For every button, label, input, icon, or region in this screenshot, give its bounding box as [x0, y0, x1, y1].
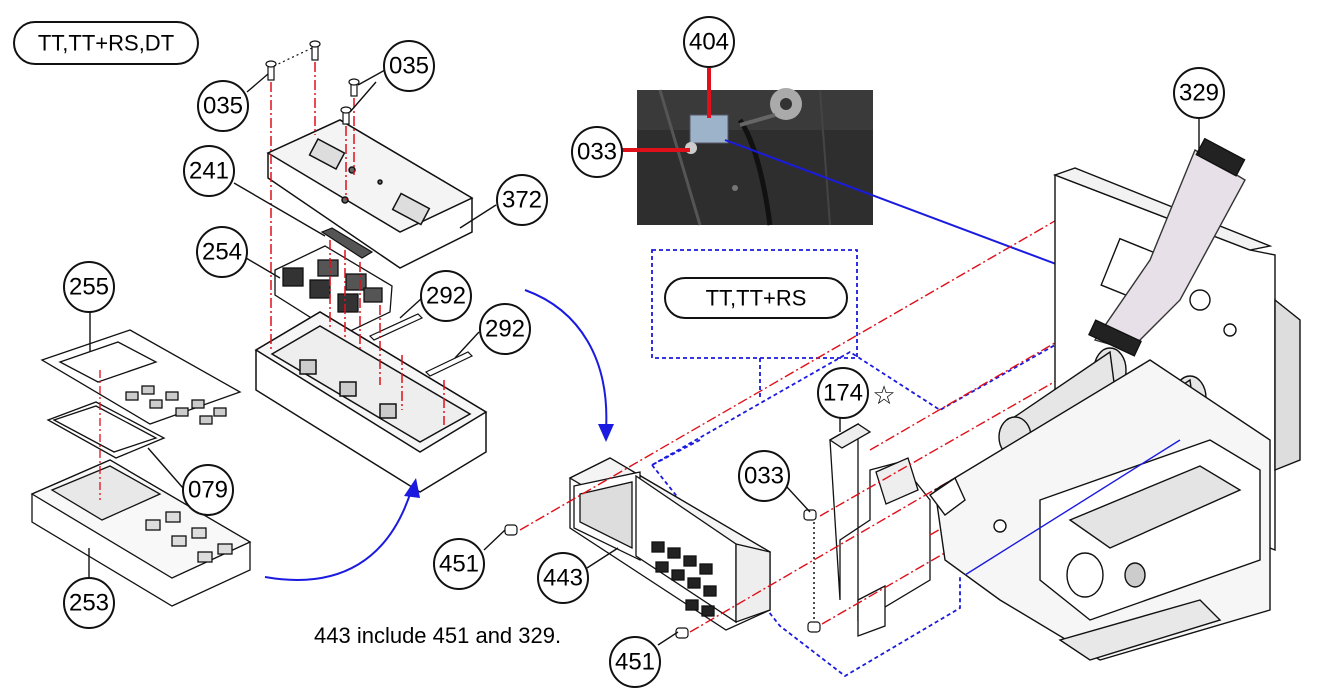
callout-372: 372	[496, 174, 548, 226]
variant-label-middle: TT,TT+RS	[664, 277, 848, 319]
printer-mechanism	[929, 137, 1301, 661]
callout-255: 255	[63, 261, 115, 313]
callout-451-a: 451	[433, 538, 485, 590]
callout-035-b-text: 035	[389, 53, 429, 80]
callout-035-b: 035	[383, 40, 435, 92]
callout-leaders	[88, 69, 1200, 646]
label-strip-241	[320, 227, 374, 259]
variant-box	[651, 249, 858, 359]
callout-292-b-text: 292	[485, 316, 525, 343]
callout-372-text: 372	[502, 187, 542, 214]
callout-174: 174	[817, 367, 869, 419]
callout-451-b-text: 451	[615, 649, 655, 676]
callout-451-a-text: 451	[439, 551, 479, 578]
top-cover-plate-372	[266, 119, 474, 269]
printer-blue-hints	[964, 439, 1181, 576]
variant-label-top-left-text: TT,TT+RS,DT	[38, 31, 174, 56]
callout-443: 443	[537, 552, 589, 604]
variant-label-top-left: TT,TT+RS,DT	[13, 21, 199, 65]
callout-253: 253	[63, 577, 115, 629]
callout-292-a: 292	[420, 270, 472, 322]
callout-329-text: 329	[1179, 80, 1219, 107]
screws-035	[265, 40, 360, 125]
detail-photo-inset	[637, 88, 873, 226]
callout-329: 329	[1173, 67, 1225, 119]
screws-033-451	[504, 509, 821, 639]
bezel-frame-253	[30, 459, 252, 607]
bracket-174	[828, 422, 931, 637]
callout-079: 079	[182, 464, 234, 516]
panel-housing-base	[254, 311, 488, 493]
overlay-sheet-255	[40, 329, 242, 425]
callout-241: 241	[183, 145, 235, 197]
callout-033-b-text: 033	[744, 463, 784, 490]
callout-255-text: 255	[69, 274, 109, 301]
arrow-heads	[404, 424, 614, 498]
callout-035-a: 035	[197, 80, 249, 132]
callout-404-text: 404	[689, 29, 729, 56]
callout-292-b: 292	[479, 303, 531, 355]
variant-label-middle-text: TT,TT+RS	[706, 286, 807, 311]
callout-033-a: 033	[571, 126, 623, 178]
callout-174-text: 174	[823, 380, 863, 407]
note-text: 443 include 451 and 329.	[314, 623, 561, 648]
callout-254: 254	[196, 226, 248, 278]
key-holder-254	[274, 245, 393, 337]
callout-079-text: 079	[188, 477, 228, 504]
gaskets-292	[368, 313, 474, 377]
callout-404: 404	[683, 16, 735, 68]
display-window-079	[46, 401, 166, 459]
callout-035-a-text: 035	[203, 93, 243, 120]
callout-254-text: 254	[202, 239, 242, 266]
callout-292-a-text: 292	[426, 283, 466, 310]
callout-033-a-text: 033	[577, 139, 617, 166]
operation-panel-443	[568, 457, 772, 631]
callout-033-b: 033	[738, 450, 790, 502]
assembly-flow-arrows	[264, 289, 608, 581]
star-icon: ☆	[872, 381, 895, 411]
callout-253-text: 253	[69, 590, 109, 617]
callout-241-text: 241	[189, 158, 229, 185]
assembly-lines-left	[270, 62, 445, 425]
leader-photo-to-printer	[724, 139, 1073, 271]
callout-451-b: 451	[609, 636, 661, 688]
callout-443-text: 443	[543, 565, 583, 592]
